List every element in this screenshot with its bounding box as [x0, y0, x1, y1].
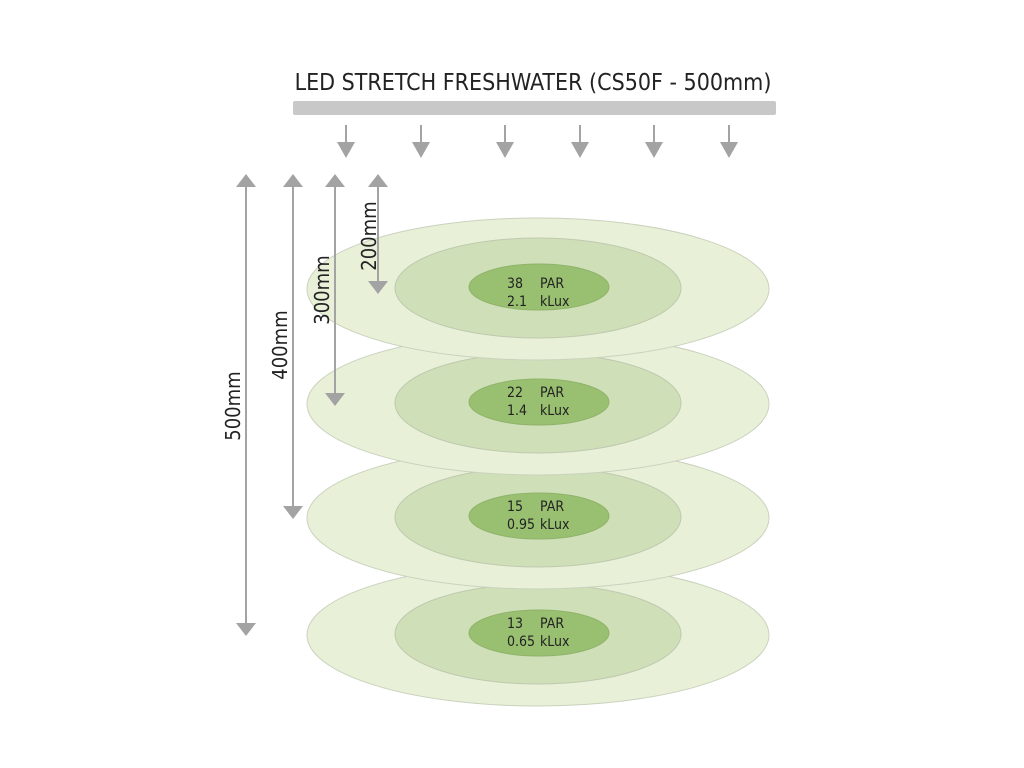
light-down-arrow-icon	[720, 125, 738, 158]
lux-value: 0.95	[507, 517, 535, 533]
lux-unit: kLux	[540, 517, 570, 533]
arrow-head	[412, 142, 430, 158]
arrow-down-icon	[368, 281, 388, 294]
inner-ring	[468, 378, 610, 426]
light-down-arrow-icon	[645, 125, 663, 158]
par-value: 22	[507, 385, 523, 401]
diagram-title: LED STRETCH FRESHWATER (CS50F - 500mm)	[295, 70, 772, 96]
level-2: 22 PAR 1.4 kLux	[306, 332, 770, 476]
dimension-label: 300mm	[310, 255, 334, 324]
dimension-300mm: 300mm	[310, 174, 345, 406]
par-value: 15	[507, 499, 523, 515]
arrow-up-icon	[236, 174, 256, 187]
inner-ring	[468, 492, 610, 540]
lux-unit: kLux	[540, 294, 570, 310]
arrow-head	[571, 142, 589, 158]
lux-unit: kLux	[540, 634, 570, 650]
lux-unit: kLux	[540, 403, 570, 419]
lux-value: 2.1	[507, 294, 527, 310]
arrow-head	[720, 142, 738, 158]
level-3: 15 PAR 0.95 kLux	[306, 446, 770, 590]
emitter-arrows	[337, 125, 738, 158]
level-1: 38 PAR 2.1 kLux	[306, 217, 770, 361]
dimension-200mm: 200mm	[357, 174, 388, 294]
light-down-arrow-icon	[496, 125, 514, 158]
arrow-up-icon	[325, 174, 345, 187]
arrow-down-icon	[325, 393, 345, 406]
par-unit: PAR	[540, 616, 564, 632]
arrow-head	[337, 142, 355, 158]
arrow-down-icon	[236, 623, 256, 636]
par-unit: PAR	[540, 385, 564, 401]
dimension-label: 200mm	[357, 201, 381, 270]
level-4: 13 PAR 0.65 kLux	[306, 563, 770, 707]
par-unit: PAR	[540, 276, 564, 292]
light-bar	[293, 101, 776, 115]
arrow-down-icon	[283, 506, 303, 519]
light-down-arrow-icon	[337, 125, 355, 158]
par-value: 38	[507, 276, 523, 292]
lux-value: 1.4	[507, 403, 527, 419]
par-unit: PAR	[540, 499, 564, 515]
arrow-head	[496, 142, 514, 158]
arrow-up-icon	[368, 174, 388, 187]
par-value: 13	[507, 616, 523, 632]
arrow-head	[645, 142, 663, 158]
lux-value: 0.65	[507, 634, 535, 650]
dimension-500mm: 500mm	[221, 174, 256, 636]
dimension-label: 500mm	[221, 371, 245, 440]
light-down-arrow-icon	[412, 125, 430, 158]
inner-ring	[468, 609, 610, 657]
arrow-up-icon	[283, 174, 303, 187]
dimension-400mm: 400mm	[268, 174, 303, 519]
inner-ring	[468, 263, 610, 311]
light-levels: 13 PAR 0.65 kLux 15 PAR 0.95 kLux 22 PAR	[306, 217, 770, 707]
dimension-label: 400mm	[268, 310, 292, 379]
light-down-arrow-icon	[571, 125, 589, 158]
